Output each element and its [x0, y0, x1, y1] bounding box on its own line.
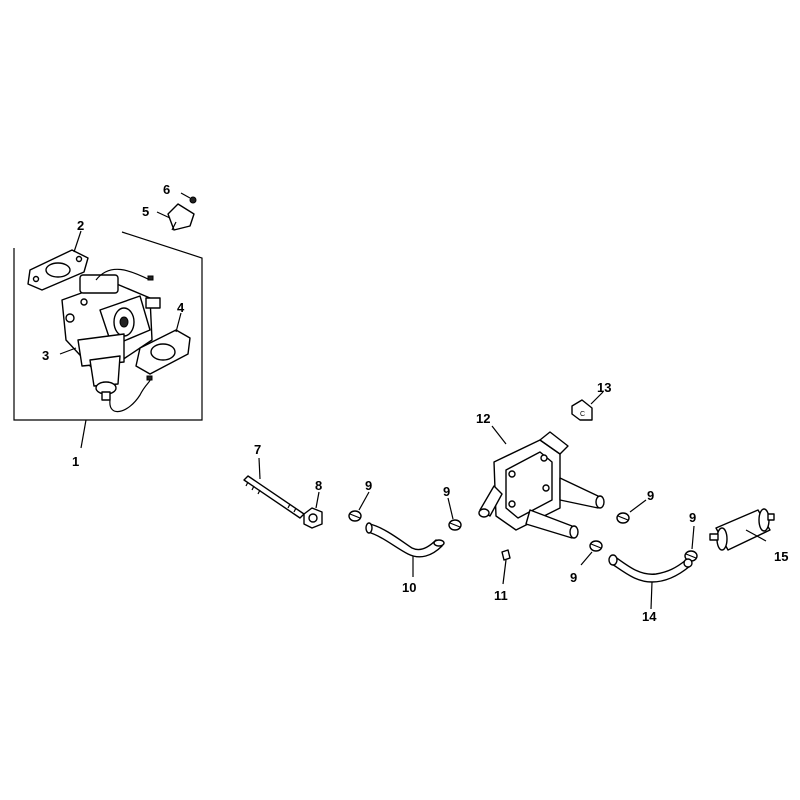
carburetor-gasket-top — [27, 230, 89, 291]
vent-clip: C — [571, 391, 604, 421]
carburetor-gasket-side — [135, 312, 191, 375]
callout-10: 10 — [402, 580, 416, 595]
callout-6: 6 — [163, 182, 170, 197]
fuel-pump — [478, 425, 605, 539]
callout-5: 5 — [142, 204, 149, 219]
screw — [180, 192, 197, 204]
hose-clamp — [580, 540, 603, 566]
fuel-line — [608, 554, 693, 610]
callout-11: 11 — [494, 588, 508, 603]
hose-clamp — [684, 525, 698, 562]
nut — [303, 491, 323, 529]
callout-2: 2 — [77, 218, 84, 233]
stud-bolt — [243, 457, 305, 519]
hose-clamp — [348, 491, 370, 522]
callout-13: 13 — [597, 380, 611, 395]
carburetor — [59, 268, 161, 412]
callout-12: 12 — [476, 411, 490, 426]
callout-3: 3 — [42, 348, 49, 363]
callout-4: 4 — [177, 300, 185, 315]
callout-14: 14 — [642, 609, 657, 624]
callout-9: 9 — [570, 570, 577, 585]
assembly-bracket — [13, 231, 203, 449]
hose-clamp — [616, 499, 647, 524]
bracket-plate — [156, 203, 195, 231]
callout-9: 9 — [365, 478, 372, 493]
callout-15: 15 — [774, 549, 788, 564]
callout-9: 9 — [443, 484, 450, 499]
svg-text:C: C — [580, 411, 585, 418]
fuel-filter — [709, 508, 775, 551]
callout-9: 9 — [689, 510, 696, 525]
fitting — [501, 549, 511, 585]
fuel-line — [365, 522, 445, 577]
callout-8: 8 — [315, 478, 322, 493]
callout-7: 7 — [254, 442, 261, 457]
hose-clamp — [447, 497, 462, 531]
callout-9: 9 — [647, 488, 654, 503]
callout-1: 1 — [72, 454, 79, 469]
